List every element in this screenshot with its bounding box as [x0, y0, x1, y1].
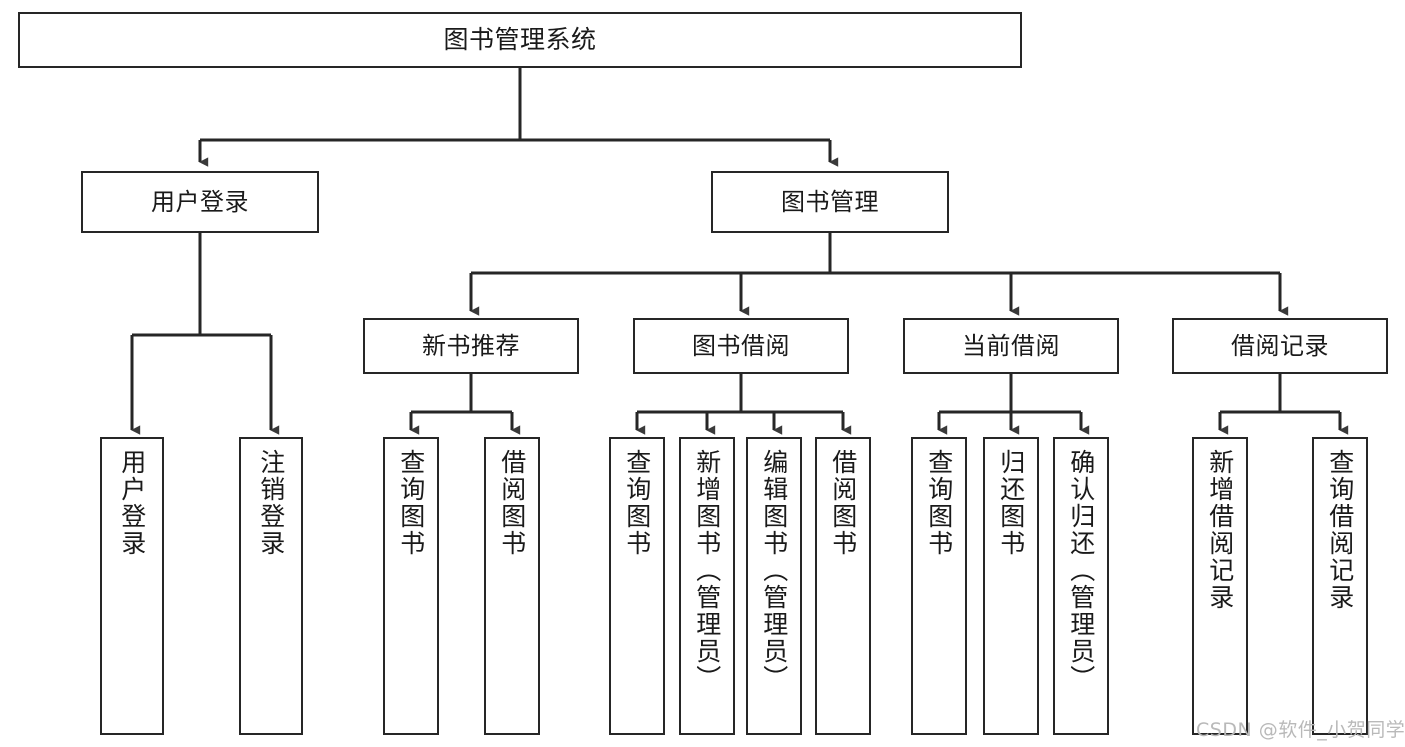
- node-label: 新增借阅记录: [1205, 449, 1235, 611]
- leaf-add-borrow-record[interactable]: 新增借阅记录: [1192, 437, 1248, 735]
- node-label: 图书管理: [781, 187, 879, 216]
- leaf-return-book[interactable]: 归还图书: [983, 437, 1039, 735]
- node-label: 查询图书: [396, 449, 426, 557]
- leaf-query-book-borrow[interactable]: 查询图书: [609, 437, 665, 735]
- node-label: 注销登录: [256, 449, 286, 557]
- node-label: 查询图书: [924, 449, 954, 557]
- node-book-management[interactable]: 图书管理: [711, 171, 949, 233]
- leaf-borrow-book[interactable]: 借阅图书: [815, 437, 871, 735]
- leaf-user-login[interactable]: 用户登录: [100, 437, 164, 735]
- node-label: 归还图书: [996, 449, 1026, 557]
- leaf-user-logout[interactable]: 注销登录: [239, 437, 303, 735]
- node-root-system[interactable]: 图书管理系统: [18, 12, 1022, 68]
- leaf-query-book-recommend[interactable]: 查询图书: [383, 437, 439, 735]
- node-label: 借阅图书: [828, 449, 858, 557]
- node-label: 用户登录: [151, 187, 249, 216]
- node-label: 查询借阅记录: [1325, 449, 1355, 611]
- node-borrow-record[interactable]: 借阅记录: [1172, 318, 1388, 374]
- node-new-book-recommend[interactable]: 新书推荐: [363, 318, 579, 374]
- leaf-add-book-admin[interactable]: 新增图书（管理员）: [679, 437, 735, 735]
- node-label: 当前借阅: [962, 331, 1060, 360]
- node-label: 编辑图书（管理员）: [759, 449, 789, 692]
- node-label: 用户登录: [117, 449, 147, 557]
- node-label: 图书借阅: [692, 331, 790, 360]
- leaf-edit-book-admin[interactable]: 编辑图书（管理员）: [746, 437, 802, 735]
- leaf-query-book-current[interactable]: 查询图书: [911, 437, 967, 735]
- node-label: 借阅记录: [1231, 331, 1329, 360]
- node-label: 确认归还（管理员）: [1066, 449, 1096, 692]
- leaf-confirm-return-admin[interactable]: 确认归还（管理员）: [1053, 437, 1109, 735]
- node-label: 借阅图书: [497, 449, 527, 557]
- node-user-login[interactable]: 用户登录: [81, 171, 319, 233]
- node-label: 新增图书（管理员）: [692, 449, 722, 692]
- leaf-borrow-book-recommend[interactable]: 借阅图书: [484, 437, 540, 735]
- node-label: 图书管理系统: [443, 25, 597, 54]
- node-current-borrow[interactable]: 当前借阅: [903, 318, 1119, 374]
- node-label: 新书推荐: [422, 331, 520, 360]
- leaf-query-borrow-record[interactable]: 查询借阅记录: [1312, 437, 1368, 735]
- node-label: 查询图书: [622, 449, 652, 557]
- node-book-borrow[interactable]: 图书借阅: [633, 318, 849, 374]
